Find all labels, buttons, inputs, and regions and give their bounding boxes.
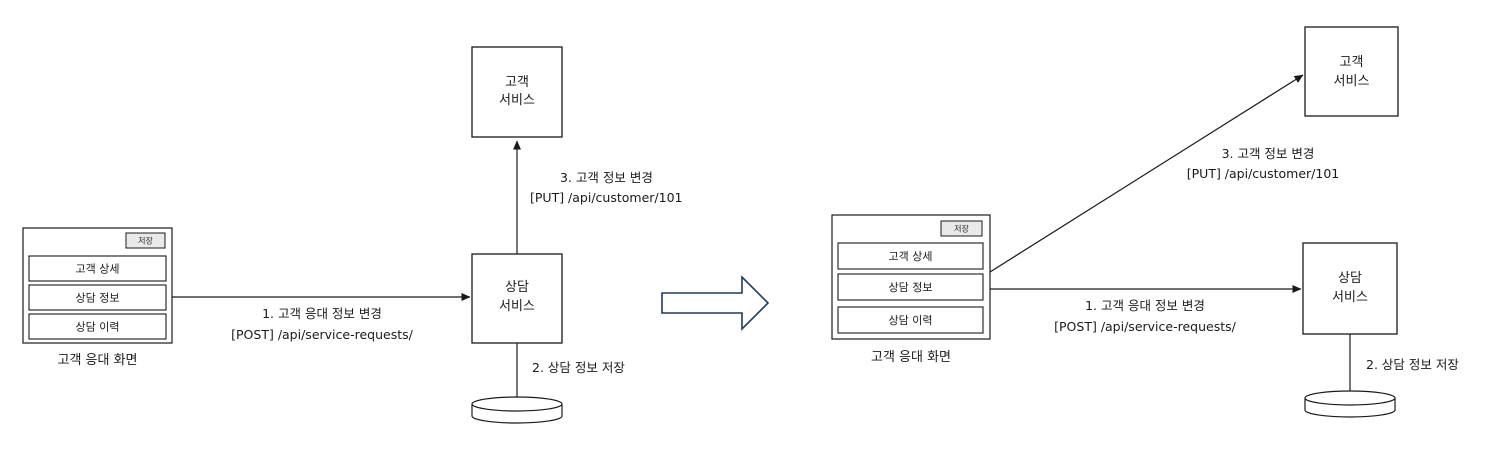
consult-history-label: 상담 이력 xyxy=(76,321,120,334)
before-flow1-label-line2: [POST] /api/service-requests/ xyxy=(231,327,413,342)
before-flow1-label-line1: 1. 고객 응대 정보 변경 xyxy=(262,306,382,321)
before-database-icon xyxy=(471,396,563,424)
save-button-label: 저장 xyxy=(954,224,969,234)
customer-service-label-line1: 고객 xyxy=(505,75,529,90)
consult-service-label-line1: 상담 xyxy=(1338,271,1362,286)
after-customer-screen: 저장 고객 상세 상담 정보 상담 이력 고객 응대 화면 xyxy=(831,214,991,365)
after-flow3-arrow xyxy=(989,74,1304,273)
save-button-label: 저장 xyxy=(138,236,153,246)
after-customer-service: 고객 서비스 xyxy=(1304,26,1399,117)
after-flow3-label-line1: 3. 고객 정보 변경 xyxy=(1222,146,1315,161)
before-customer-service: 고객 서비스 xyxy=(471,46,563,138)
after-flow2-label: 2. 상담 정보 저장 xyxy=(1366,357,1459,372)
before-flow3-label-line2: [PUT] /api/customer/101 xyxy=(530,190,682,205)
consult-info-button[interactable] xyxy=(28,284,167,311)
right-arrow-icon xyxy=(661,275,770,331)
consult-history-button[interactable] xyxy=(28,313,167,340)
screen-caption: 고객 응대 화면 xyxy=(57,353,137,368)
consult-info-button[interactable] xyxy=(837,273,984,301)
before-consult-service: 상담 서비스 xyxy=(471,253,563,344)
customer-detail-label: 고객 상세 xyxy=(76,263,120,276)
consult-info-label: 상담 정보 xyxy=(889,281,933,294)
consult-history-label: 상담 이력 xyxy=(889,314,933,327)
consult-service-box xyxy=(1302,242,1398,335)
consult-service-label-line1: 상담 xyxy=(505,280,529,295)
consult-service-box xyxy=(471,253,563,344)
customer-service-box xyxy=(1304,26,1399,117)
consult-service-label-line2: 서비스 xyxy=(1332,290,1368,305)
before-diagram: 저장 고객 상세 상담 정보 상담 이력 고객 응대 화면 고객 서비스 상담 … xyxy=(22,46,682,424)
save-button[interactable] xyxy=(125,232,166,249)
after-diagram: 저장 고객 상세 상담 정보 상담 이력 고객 응대 화면 고객 서비스 상담 … xyxy=(831,26,1459,418)
screen-caption: 고객 응대 화면 xyxy=(871,350,951,365)
after-flow1-label-line2: [POST] /api/service-requests/ xyxy=(1054,319,1236,334)
before-customer-screen: 저장 고객 상세 상담 정보 상담 이력 고객 응대 화면 xyxy=(22,227,173,368)
after-consult-service: 상담 서비스 xyxy=(1302,242,1398,335)
customer-service-label-line2: 서비스 xyxy=(1334,74,1370,89)
customer-detail-button[interactable] xyxy=(837,242,984,270)
consult-service-label-line2: 서비스 xyxy=(499,299,535,314)
after-flow3-label-line2: [PUT] /api/customer/101 xyxy=(1187,166,1339,181)
after-database-icon xyxy=(1304,390,1396,418)
customer-service-label-line1: 고객 xyxy=(1340,55,1364,70)
customer-service-label-line2: 서비스 xyxy=(499,93,535,108)
before-flow3-label-line1: 3. 고객 정보 변경 xyxy=(560,170,653,185)
customer-service-box xyxy=(471,46,563,138)
before-flow2-label: 2. 상담 정보 저장 xyxy=(532,360,625,375)
customer-detail-label: 고객 상세 xyxy=(889,250,933,263)
after-flow1-label-line1: 1. 고객 응대 정보 변경 xyxy=(1085,298,1205,313)
consult-info-label: 상담 정보 xyxy=(76,292,120,305)
consult-history-button[interactable] xyxy=(837,306,984,334)
save-button[interactable] xyxy=(940,220,983,237)
customer-detail-button[interactable] xyxy=(28,255,167,282)
